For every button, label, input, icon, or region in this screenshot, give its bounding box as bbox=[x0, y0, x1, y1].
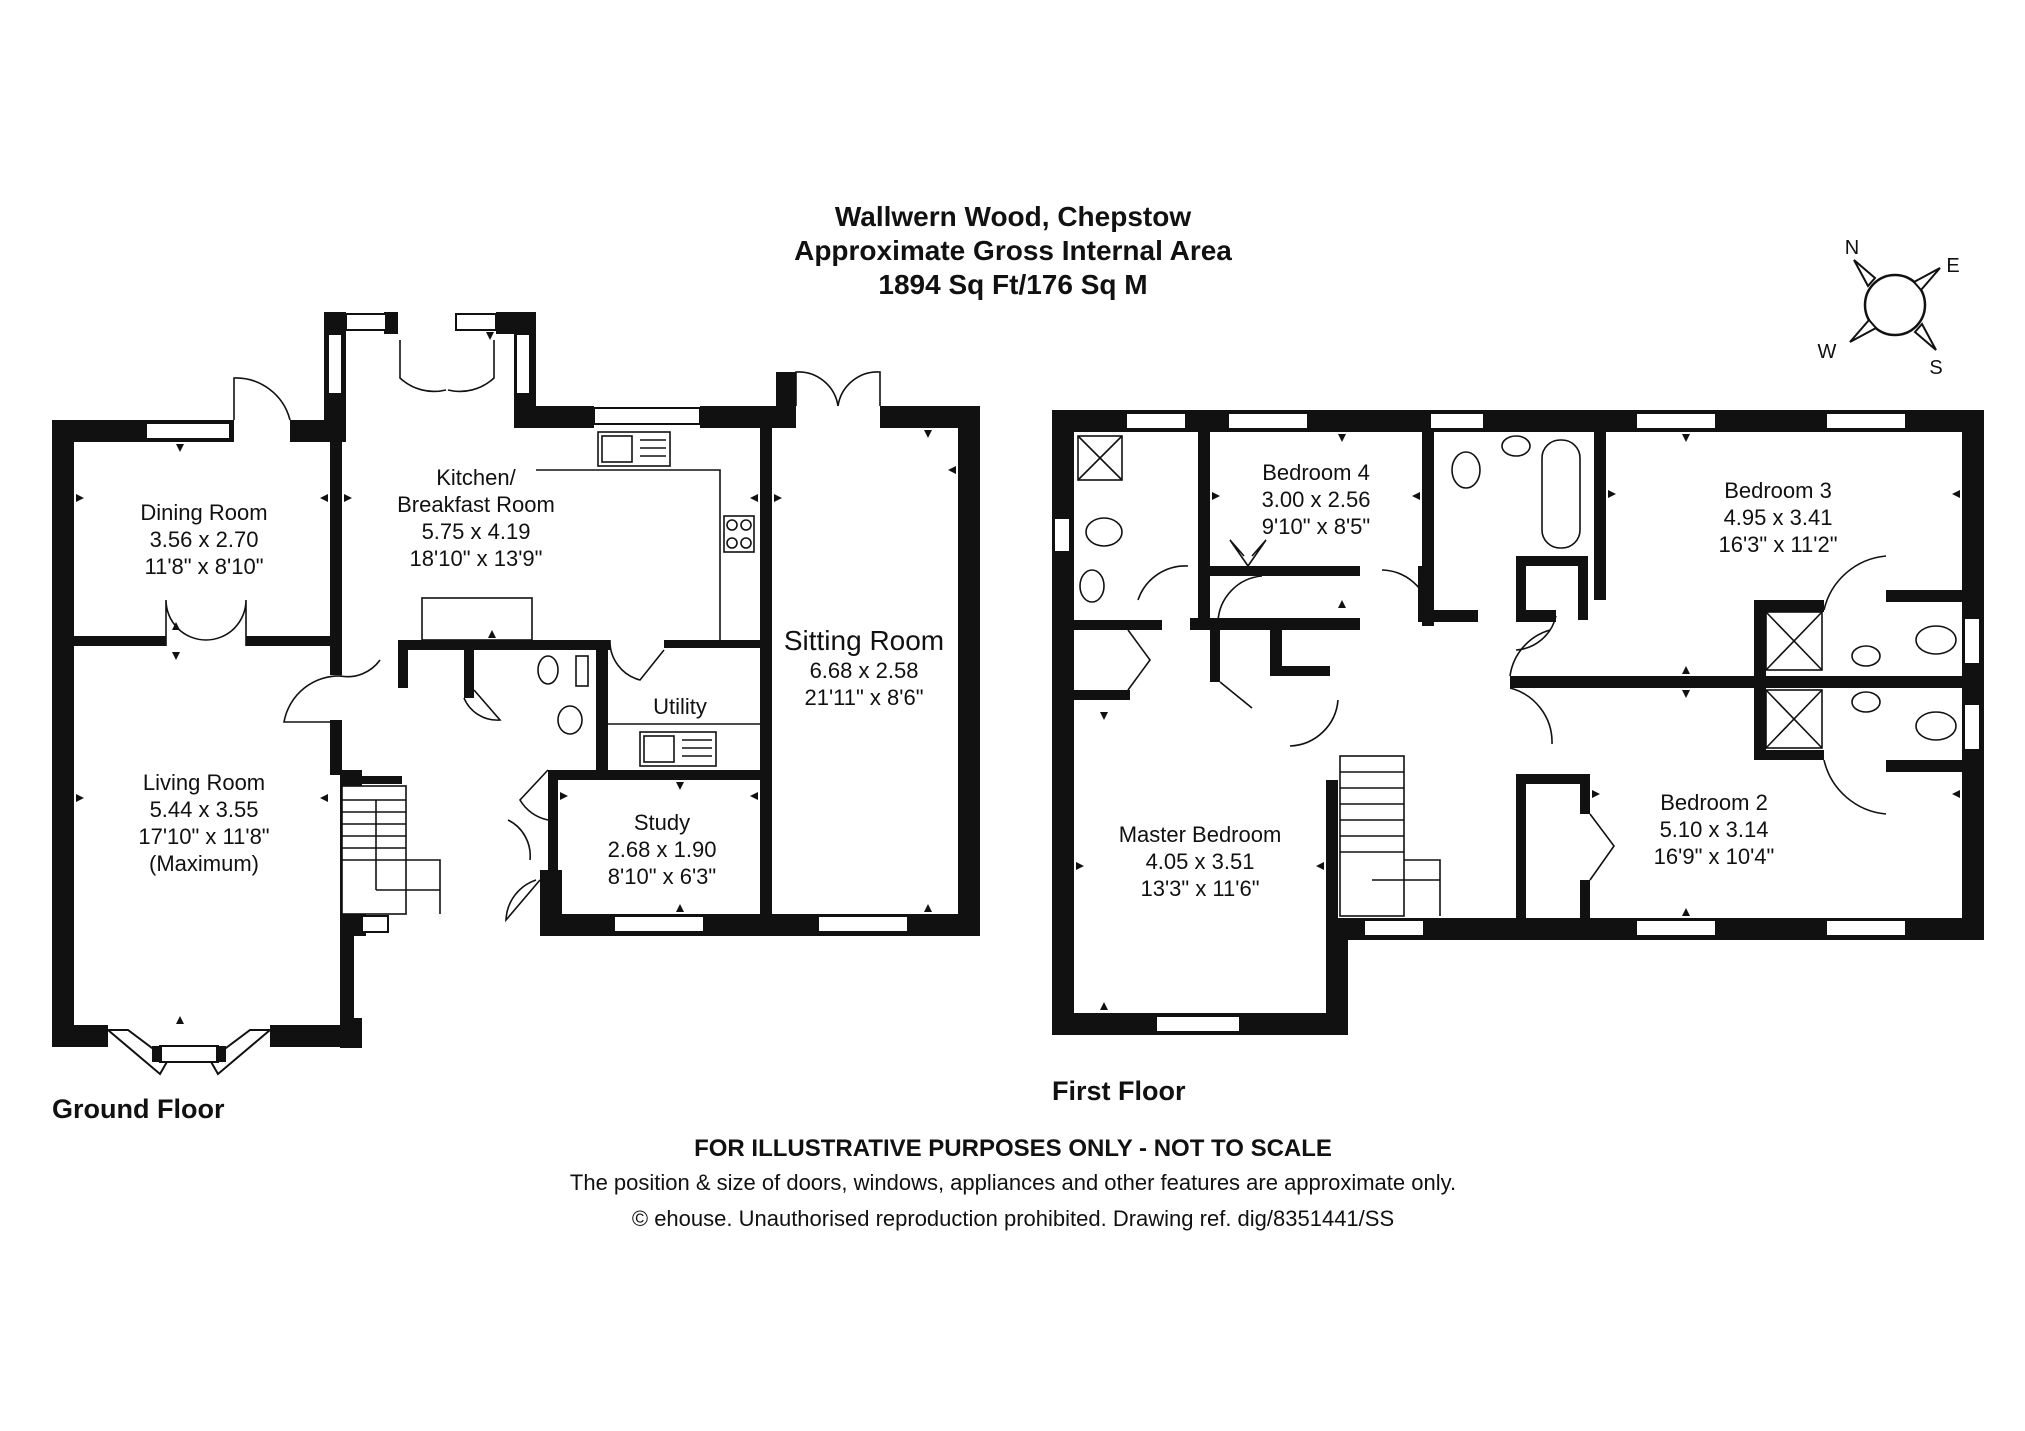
room-study: Study 2.68 x 1.90 8'10" x 6'3" bbox=[608, 810, 717, 889]
room-sitting-metric: 6.68 x 2.58 bbox=[810, 658, 919, 683]
room-bedroom-3-imperial: 16'3" x 11'2" bbox=[1718, 532, 1837, 557]
room-utility: Utility bbox=[653, 694, 707, 719]
first-floor-fittings bbox=[1077, 435, 1957, 749]
kitchen-fittings bbox=[421, 431, 760, 767]
ground-floor-windows bbox=[145, 313, 909, 933]
room-living-metric: 5.44 x 3.55 bbox=[150, 797, 259, 822]
room-bedroom-2-metric: 5.10 x 3.14 bbox=[1660, 817, 1769, 842]
room-sitting: Sitting Room 6.68 x 2.58 21'11" x 8'6" bbox=[784, 625, 944, 710]
room-living-note: (Maximum) bbox=[149, 851, 259, 876]
room-study-name: Study bbox=[634, 810, 690, 835]
first-floor-plan: Bedroom 4 3.00 x 2.56 9'10" x 8'5" Bedro… bbox=[1052, 410, 1984, 1106]
room-bedroom-3-name: Bedroom 3 bbox=[1724, 478, 1832, 503]
compass-east: E bbox=[1946, 255, 1959, 277]
room-bedroom-4-name: Bedroom 4 bbox=[1262, 460, 1370, 485]
room-bedroom-4-metric: 3.00 x 2.56 bbox=[1262, 487, 1371, 512]
compass-icon: N E S W bbox=[1818, 237, 1960, 379]
first-floor-stairs bbox=[1339, 755, 1441, 917]
room-master-imperial: 13'3" x 11'6" bbox=[1140, 876, 1259, 901]
compass-west: W bbox=[1818, 341, 1837, 363]
room-bedroom-2-imperial: 16'9" x 10'4" bbox=[1654, 844, 1775, 869]
plan-area: 1894 Sq Ft/176 Sq M bbox=[878, 269, 1147, 300]
room-dining-metric: 3.56 x 2.70 bbox=[150, 527, 259, 552]
room-master-metric: 4.05 x 3.51 bbox=[1146, 849, 1255, 874]
ground-floor-dimension-arrows bbox=[76, 332, 956, 1024]
room-living-name: Living Room bbox=[143, 770, 265, 795]
room-kitchen-name: Kitchen/ bbox=[436, 465, 516, 490]
room-dining-name: Dining Room bbox=[140, 500, 267, 525]
plan-subtitle: Approximate Gross Internal Area bbox=[794, 235, 1232, 266]
room-living-imperial: 17'10" x 11'8" bbox=[138, 824, 269, 849]
approximation-note: The position & size of doors, windows, a… bbox=[570, 1170, 1456, 1195]
first-floor-dimension-arrows bbox=[1076, 434, 1960, 1010]
room-study-imperial: 8'10" x 6'3" bbox=[608, 864, 716, 889]
room-kitchen-metric: 5.75 x 4.19 bbox=[422, 519, 531, 544]
compass-north: N bbox=[1845, 237, 1859, 259]
plan-title: Wallwern Wood, Chepstow bbox=[835, 201, 1191, 232]
plan-header: Wallwern Wood, Chepstow Approximate Gros… bbox=[794, 201, 1232, 300]
bay-window bbox=[105, 1029, 273, 1076]
room-bedroom-4-imperial: 9'10" x 8'5" bbox=[1262, 514, 1370, 539]
room-bedroom-3-metric: 4.95 x 3.41 bbox=[1724, 505, 1833, 530]
first-floor-doors bbox=[1127, 539, 1887, 881]
room-utility-name: Utility bbox=[653, 694, 707, 719]
room-master-bedroom: Master Bedroom 4.05 x 3.51 13'3" x 11'6" bbox=[1119, 822, 1282, 901]
ground-floor-doors bbox=[165, 340, 881, 923]
room-bedroom-4: Bedroom 4 3.00 x 2.56 9'10" x 8'5" bbox=[1262, 460, 1371, 539]
first-floor-interior-walls bbox=[1072, 430, 1984, 1020]
ground-floor-interior-walls bbox=[52, 420, 772, 920]
room-kitchen-imperial: 18'10" x 13'9" bbox=[410, 546, 543, 571]
room-study-metric: 2.68 x 1.90 bbox=[608, 837, 717, 862]
compass-south: S bbox=[1929, 357, 1942, 379]
room-dining-imperial: 11'8" x 8'10" bbox=[144, 554, 263, 579]
plan-footer: FOR ILLUSTRATIVE PURPOSES ONLY - NOT TO … bbox=[570, 1135, 1456, 1231]
room-bedroom-2-name: Bedroom 2 bbox=[1660, 790, 1768, 815]
room-dining: Dining Room 3.56 x 2.70 11'8" x 8'10" bbox=[140, 500, 267, 579]
room-master-name: Master Bedroom bbox=[1119, 822, 1282, 847]
room-bedroom-2: Bedroom 2 5.10 x 3.14 16'9" x 10'4" bbox=[1654, 790, 1775, 869]
room-kitchen-name-2: Breakfast Room bbox=[397, 492, 555, 517]
room-sitting-imperial: 21'11" x 8'6" bbox=[804, 685, 923, 710]
ground-floor-stairs bbox=[341, 785, 441, 915]
room-kitchen: Kitchen/ Breakfast Room 5.75 x 4.19 18'1… bbox=[397, 465, 555, 571]
first-floor-windows bbox=[1053, 412, 1981, 1033]
first-floor-label: First Floor bbox=[1052, 1076, 1186, 1106]
first-floor-walls bbox=[1052, 410, 1984, 1035]
room-sitting-name: Sitting Room bbox=[784, 625, 944, 656]
disclaimer: FOR ILLUSTRATIVE PURPOSES ONLY - NOT TO … bbox=[694, 1135, 1332, 1162]
ground-floor-plan: Dining Room 3.56 x 2.70 11'8" x 8'10" Ki… bbox=[52, 312, 980, 1124]
room-bedroom-3: Bedroom 3 4.95 x 3.41 16'3" x 11'2" bbox=[1718, 478, 1837, 557]
room-living: Living Room 5.44 x 3.55 17'10" x 11'8" (… bbox=[138, 770, 269, 876]
copyright-note: © ehouse. Unauthorised reproduction proh… bbox=[632, 1206, 1394, 1231]
ground-floor-label: Ground Floor bbox=[52, 1094, 225, 1124]
